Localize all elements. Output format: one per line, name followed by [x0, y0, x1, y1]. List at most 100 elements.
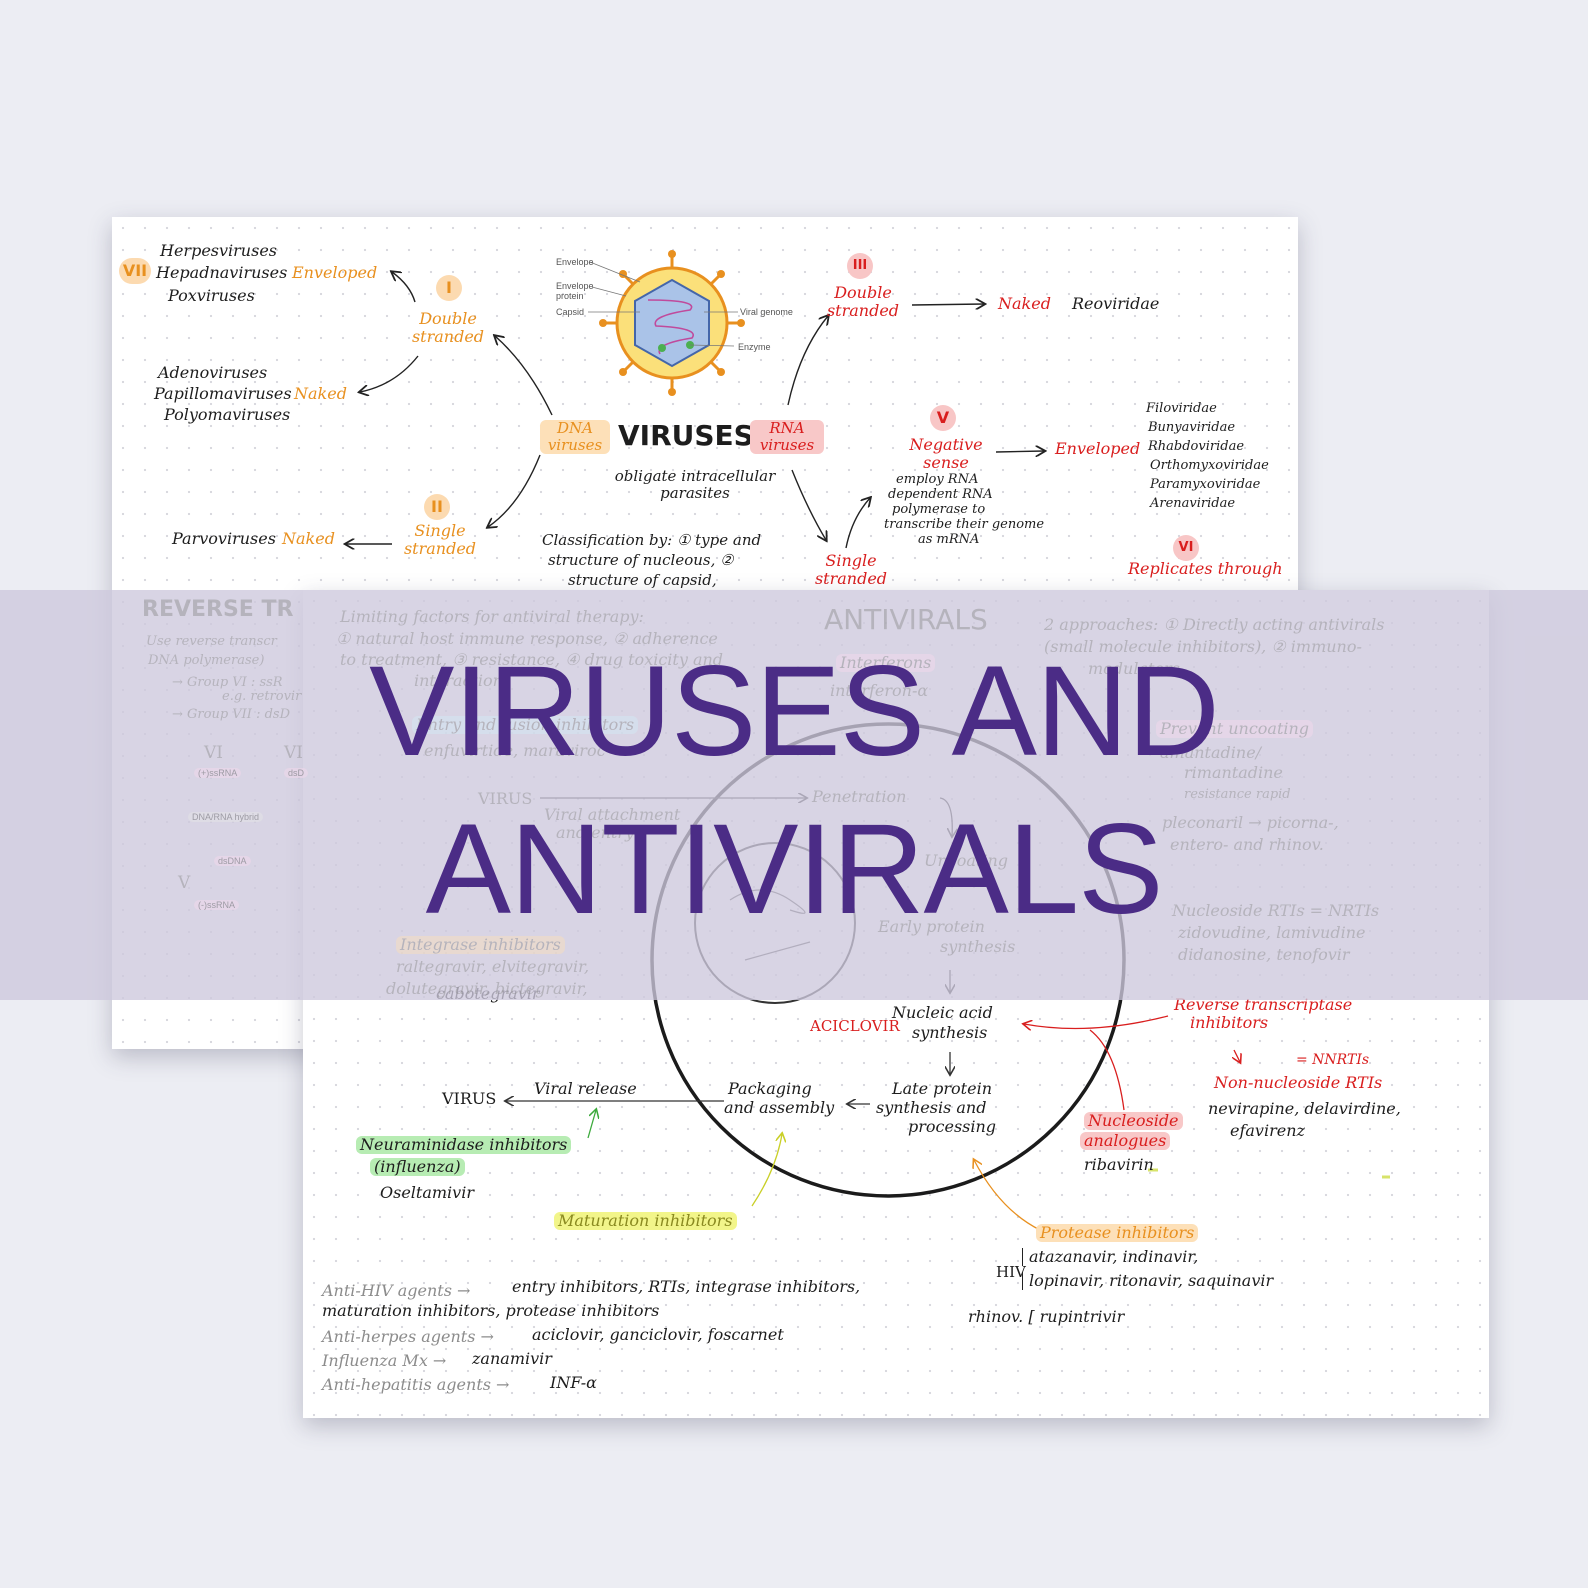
limiting-line-1: Limiting factors for antiviral therapy:: [340, 607, 644, 626]
resistance-text: resistance rapid: [1184, 787, 1291, 802]
summary-value-2: maturation inhibitors, protease inhibito…: [322, 1301, 660, 1320]
arenaviridae-text: Arenaviridae: [1150, 496, 1236, 511]
approaches-line-3: modulators: [1088, 659, 1180, 678]
enveloped-label-v: Enveloped: [1055, 439, 1141, 458]
virus-in-label: VIRUS: [478, 789, 533, 808]
penetration-label: Penetration: [812, 787, 907, 806]
envelope-protein-label: Envelope protein: [556, 281, 594, 302]
approaches-line-2: (small molecule inhibitors), ② immuno-: [1044, 637, 1362, 656]
nnrti-drugs-2: efavirenz: [1230, 1121, 1305, 1140]
poxviruses-text: Poxviruses: [168, 286, 255, 305]
ribavirin-text: ribavirin: [1084, 1155, 1154, 1174]
reverse-desc-1: Use reverse transcr: [146, 634, 277, 649]
group-ii-label: Single stranded: [403, 521, 477, 558]
rna-single-stranded-label: Single stranded: [814, 551, 888, 588]
envelope-label: Envelope: [556, 257, 594, 267]
packaging-line-2: and assembly: [724, 1098, 835, 1117]
late-protein-line-3: processing: [908, 1117, 997, 1136]
group-v-label: Negative sense: [909, 435, 983, 472]
title-line-1: VIRUSES AND: [369, 640, 1220, 783]
integrase-drugs-1: raltegravir, elvitegravir,: [396, 957, 590, 976]
reverse-box-1: (+)ssRNA: [194, 768, 242, 779]
rhinov-text: rhinov. [ rupintrivir: [968, 1307, 1125, 1326]
group-iii-numeral: III: [847, 253, 873, 279]
reverse-col-vii: VI: [284, 743, 303, 763]
nrti-label: Nucleoside RTIs = NRTIs: [1172, 901, 1380, 920]
enzyme-label: Enzyme: [738, 342, 771, 352]
protease-inhibitors-label: Protease inhibitors: [1036, 1224, 1199, 1242]
classification-line-1: Classification by: ① type and: [542, 531, 762, 549]
rhabdoviridae-text: Rhabdoviridae: [1148, 439, 1245, 454]
virus-out-label: VIRUS: [442, 1089, 497, 1108]
classification-line-3: structure of capsid,: [568, 571, 717, 589]
limiting-line-2: ① natural host immune response, ② adhere…: [336, 629, 718, 648]
hiv-drugs-2: lopinavir, ritonavir, saquinavir: [1022, 1272, 1273, 1290]
uncoating-drugs-2: rimantadine: [1184, 763, 1283, 782]
neuraminidase-line-2: (influenza): [370, 1158, 465, 1176]
group-iii-badge: III: [847, 253, 873, 279]
limiting-line-3: to treatment, ③ resistance, ④ drug toxic…: [340, 650, 724, 669]
summary-value-5: INF-α: [550, 1373, 597, 1392]
attachment-line-2: and entry: [556, 823, 635, 842]
group-iii-label: Double stranded: [826, 283, 900, 320]
classification-line-2: structure of nucleous, ②: [548, 551, 734, 569]
group-i-label: Double stranded: [411, 309, 485, 346]
rt-inhibitors-line-1: Reverse transcriptase: [1174, 995, 1353, 1014]
summary-value-1: entry inhibitors, RTIs, integrase inhibi…: [512, 1277, 861, 1296]
nrti-drugs-1: zidovudine, lamivudine: [1178, 923, 1366, 942]
nucleic-acid-line-2: synthesis: [912, 1023, 988, 1042]
bunyaviridae-text: Bunyaviridae: [1148, 420, 1236, 435]
interferons-label: Interferons: [836, 654, 936, 672]
naked-label-dna: Naked: [294, 384, 347, 403]
title-line-2: ANTIVIRALS: [425, 798, 1164, 941]
rt-inhibitors-line-2: inhibitors: [1190, 1013, 1269, 1032]
reverse-v-label: V: [178, 873, 191, 893]
nrti-drugs-2: didanosine, tenofovir: [1178, 945, 1350, 964]
group-v-note-5: as mRNA: [918, 532, 980, 547]
adenoviruses-text: Adenoviruses: [158, 363, 268, 382]
papillomaviruses-text: Papillomaviruses: [154, 384, 292, 403]
hiv-label: HIV: [996, 1263, 1026, 1281]
nnrti-drugs-1: nevirapine, delavirdine,: [1208, 1099, 1401, 1118]
naked-label-ii: Naked: [282, 529, 335, 548]
group-ii-badge: II: [424, 494, 450, 520]
viral-genome-label: Viral genome: [740, 307, 793, 317]
antivirals-heading: ANTIVIRALS: [824, 603, 988, 636]
hiv-drugs-1: atazanavir, indinavir,: [1022, 1248, 1198, 1266]
packaging-line-1: Packaging: [728, 1079, 812, 1098]
group-vi-numeral: VI: [1173, 535, 1199, 561]
viruses-heading: VIRUSES: [618, 419, 754, 452]
nucleoside-analogues-line-1: Nucleoside: [1084, 1112, 1183, 1130]
obligate-parasites-text: obligate intracellular parasites: [614, 467, 776, 502]
orthomyxoviridae-text: Orthomyxoviridae: [1150, 458, 1269, 473]
enveloped-label-dna: Enveloped: [292, 263, 378, 282]
entry-inhibitors-label: Entry and fusion inhibitors: [412, 716, 639, 734]
viral-release-label: Viral release: [534, 1079, 637, 1098]
parvoviruses-text: Parvoviruses: [172, 529, 276, 548]
reverse-group-2: e.g. retrovir: [222, 689, 302, 704]
reverse-title: REVERSE TR: [142, 597, 294, 622]
hepadnaviruses-text: Hepadnaviruses: [156, 263, 288, 282]
reverse-box-3: DNA/RNA hybrid: [188, 812, 264, 823]
summary-label-3: Anti-herpes agents →: [322, 1327, 494, 1346]
late-protein-line-1: Late protein: [892, 1079, 992, 1098]
group-v-numeral: V: [930, 405, 956, 431]
summary-value-3: aciclovir, ganciclovir, foscarnet: [532, 1325, 784, 1344]
reverse-box-5: (-)ssRNA: [194, 900, 239, 911]
group-vi-label: Replicates through: [1128, 559, 1283, 578]
nucleoside-analogues-line-2: analogues: [1080, 1132, 1171, 1150]
reverse-desc-2: DNA polymerase): [148, 653, 265, 668]
polyomaviruses-text: Polyomaviruses: [164, 405, 291, 424]
aciclovir-label: ACICLOVIR: [810, 1017, 900, 1035]
dna-viruses-label: DNA viruses: [540, 420, 610, 454]
limiting-line-4: interactions: [414, 671, 512, 690]
entry-drugs-text: enfuvirtide, maraviroc: [424, 741, 606, 760]
group-v-note-2: dependent RNA: [888, 487, 993, 502]
group-i-badge: I: [436, 275, 462, 301]
prevent-uncoating-label: Prevent uncoating: [1156, 720, 1314, 738]
maturation-inhibitors-label: Maturation inhibitors: [554, 1212, 737, 1230]
group-vi-badge: VI: [1173, 535, 1199, 561]
nucleic-acid-line-1: Nucleic acid: [892, 1003, 993, 1022]
approaches-line-1: 2 approaches: ① Directly acting antivira…: [1044, 615, 1385, 634]
attachment-line-1: Viral attachment: [544, 805, 681, 824]
